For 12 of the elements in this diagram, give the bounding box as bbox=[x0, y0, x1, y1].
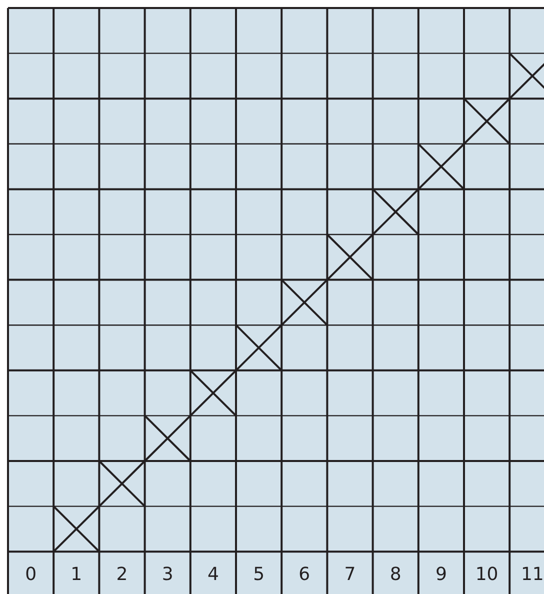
column-number: 7 bbox=[344, 564, 356, 586]
column-number: 4 bbox=[207, 564, 219, 586]
column-number: 1 bbox=[70, 564, 82, 586]
column-number: 9 bbox=[435, 564, 447, 586]
column-number: 5 bbox=[253, 564, 265, 586]
column-number: 10 bbox=[475, 564, 498, 586]
column-number: 6 bbox=[298, 564, 310, 586]
column-number: 2 bbox=[116, 564, 128, 586]
column-number: 8 bbox=[390, 564, 402, 586]
column-number: 3 bbox=[162, 564, 174, 586]
column-number: 11 bbox=[520, 564, 544, 586]
column-number: 0 bbox=[25, 564, 37, 586]
